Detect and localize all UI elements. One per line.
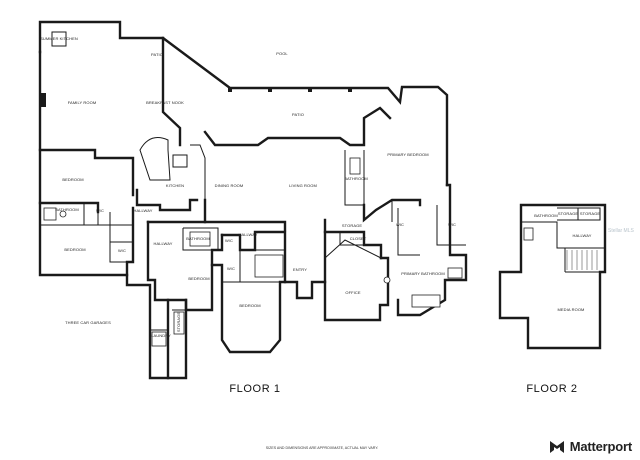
patio-column [308, 88, 312, 92]
floor2-stairs [566, 250, 598, 270]
room-label-living-room: LIVING ROOM [289, 183, 317, 188]
room-label-bedroom-center: BEDROOM [188, 276, 209, 281]
room-label-hallway-small: HALLWAY [238, 232, 257, 237]
room-label-wic-sw: W/C [118, 248, 126, 253]
room-label-f2-hallway: HALLWAY [572, 233, 591, 238]
room-label-family-room: FAMILY ROOM [68, 100, 97, 105]
room-label-wic-center: W/C [225, 238, 233, 243]
room-label-bedroom-sw: BEDROOM [64, 247, 85, 252]
room-label-kitchen: KITCHEN [166, 183, 184, 188]
room-label-storage-small: STORAGE [176, 312, 181, 332]
room-label-entry: ENTRY [293, 267, 307, 272]
room-label-f2-storage-a: STORAGE [558, 211, 578, 216]
room-label-garage: THREE CAR GARAGES [65, 320, 111, 325]
primary-toilet [383, 276, 391, 284]
room-label-bathroom-primary-side: BATHROOM [344, 176, 368, 181]
kitchen-cooktop [172, 154, 188, 168]
room-label-bedroom-bay: BEDROOM [239, 303, 260, 308]
room-label-hallway-w: HALLWAY [133, 208, 152, 213]
room-label-wic-primary-right: WIC [448, 222, 456, 227]
room-label-wic-primary: WIC [396, 222, 404, 227]
room-label-f2-storage-b: STORAGE [580, 211, 600, 216]
room-label-primary-bedroom: PRIMARY BEDROOM [387, 152, 428, 157]
matterport-wordmark: Matterport [569, 438, 632, 454]
summer-kitchen-counter [51, 31, 67, 47]
matterport-icon [549, 441, 564, 453]
room-label-wic-center2: W/C [227, 266, 235, 271]
room-label-bathroom-center: BATHROOM [186, 236, 210, 241]
patio-column [268, 88, 272, 92]
floor2-label: FLOOR 2 [526, 383, 577, 395]
fireplace-mark [41, 93, 46, 107]
kitchen-island [139, 137, 171, 181]
floor1-label: FLOOR 1 [229, 383, 280, 395]
laundry-machines [151, 331, 167, 347]
tub-primary-side [349, 157, 361, 175]
patio-column [228, 88, 232, 92]
toilet-w [59, 210, 67, 218]
dimensions-disclaimer: SIZES AND DIMENSIONS ARE APPROXIMATE, AC… [266, 446, 379, 450]
room-label-pool: POOL [276, 51, 288, 56]
floor1-fixtures [43, 88, 463, 347]
room-label-f2-media-room: MEDIA ROOM [557, 307, 584, 312]
primary-tub [411, 294, 441, 308]
patio-column [348, 88, 352, 92]
mls-watermark: Stellar MLS [608, 228, 635, 234]
room-label-closet: CLOSET [350, 236, 367, 241]
room-label-laundry: LAUNDRY [151, 333, 171, 338]
floor1-room-labels: SUMMER KITCHEN PATIO POOL FAMILY ROOM BR… [40, 36, 456, 338]
room-label-wic-w: W/C [96, 208, 104, 213]
room-label-storage: STORAGE [342, 223, 362, 228]
floor1-walls [38, 20, 468, 380]
room-label-breakfast-nook: BREAKFAST NOOK [146, 100, 184, 105]
room-label-hallway-center: HALLWAY [153, 241, 172, 246]
room-label-office: OFFICE [345, 290, 360, 295]
room-label-bathroom-w: BATHROOM [55, 207, 79, 212]
room-label-summer-kitchen: SUMMER KITCHEN [40, 36, 78, 41]
room-label-bedroom-nw: BEDROOM [62, 177, 83, 182]
room-label-primary-bathroom: PRIMARY BATHROOM [401, 271, 445, 276]
floor2-room-labels: BATHROOM STORAGE STORAGE HALLWAY MEDIA R… [534, 211, 600, 312]
bath-center-fixtures [254, 254, 284, 278]
room-label-patio-mid: PATIO [292, 112, 304, 117]
room-label-f2-bathroom: BATHROOM [534, 213, 558, 218]
primary-shower [447, 267, 463, 279]
center-bath-vanity [189, 231, 211, 247]
room-label-patio-top: PATIO [151, 52, 163, 57]
floor2-walls [498, 203, 607, 350]
storage-shelf [173, 311, 185, 335]
floor2-toilet [523, 227, 534, 241]
bathtub-w [43, 207, 57, 221]
room-label-dining-room: DINING ROOM [215, 183, 244, 188]
matterport-logo: Matterport [549, 438, 632, 454]
